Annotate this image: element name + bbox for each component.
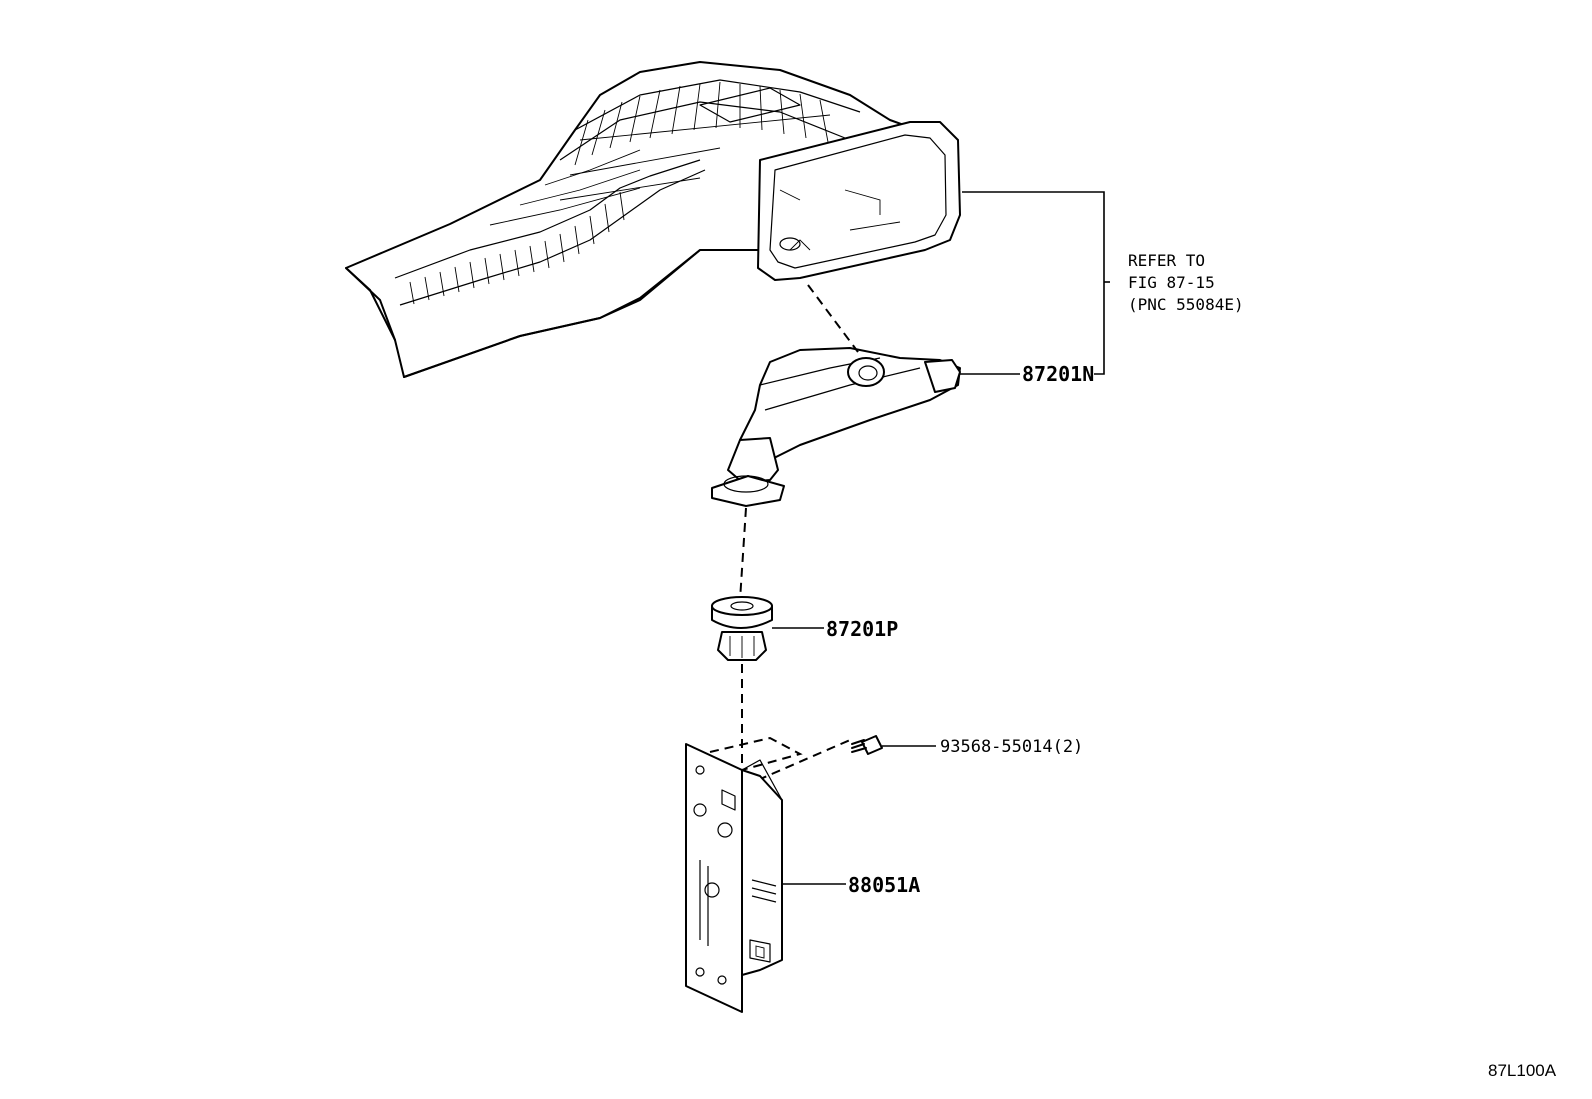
callout-88051a[interactable]: 88051A: [848, 873, 920, 897]
callout-87201p[interactable]: 87201P: [826, 617, 898, 641]
screw-93568-55014[interactable]: [851, 735, 883, 755]
reference-note-line1: REFER TO: [1128, 251, 1205, 270]
dashed-connector-screw: [757, 739, 851, 781]
upper-rib-grid: [489, 81, 831, 226]
callout-87201n[interactable]: 87201N: [1022, 362, 1094, 386]
bracket-unit-88051a[interactable]: [685, 736, 803, 1013]
reference-note: REFER TO FIG 87-15 (PNC 55084E): [1128, 251, 1244, 314]
reference-note-line2: FIG 87-15: [1128, 273, 1215, 292]
console-duct-housing[interactable]: [345, 61, 961, 378]
leader-lines: [772, 191, 1110, 885]
dashed-connector-duct-grommet: [739, 507, 747, 601]
dashed-top-outline: [709, 736, 803, 771]
lower-rib-grid: [409, 191, 625, 305]
figure-id: 87L100A: [1488, 1061, 1557, 1080]
grommet-87201p[interactable]: [711, 596, 773, 661]
duct-87201n[interactable]: [711, 347, 961, 507]
dashed-connector-bezel-duct: [807, 284, 859, 353]
callout-93568-55014[interactable]: 93568-55014(2): [940, 737, 1083, 757]
reference-note-line3: (PNC 55084E): [1128, 295, 1244, 314]
